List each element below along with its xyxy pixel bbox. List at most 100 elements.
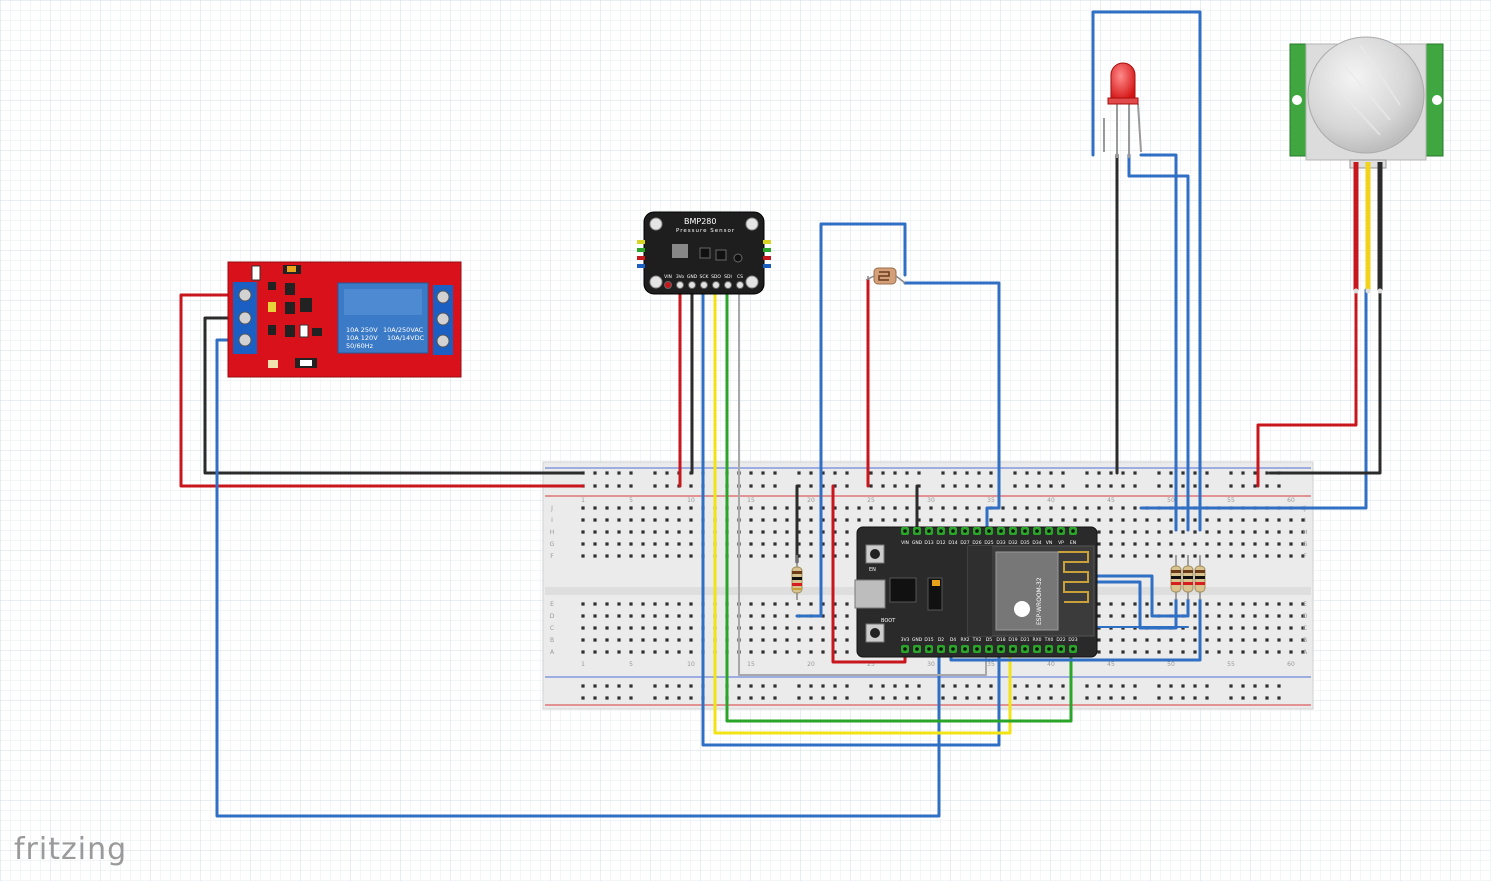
- relay-terminal-1[interactable]: [238, 288, 252, 302]
- wire-bmp-green[interactable]: [725, 283, 1073, 723]
- breadboard-hole: [1265, 554, 1269, 558]
- breadboard-hole: [665, 638, 669, 642]
- bmp280-pin[interactable]: [688, 281, 696, 289]
- wire-relay-red[interactable]: [179, 293, 585, 488]
- wire-relay-black[interactable]: [203, 316, 585, 475]
- rgb-led[interactable]: [1103, 62, 1142, 158]
- wire-bmp-blue[interactable]: [701, 283, 1001, 747]
- relay-module[interactable]: 10A 250V 10A 120V 50/60Hz 10A/250VAC 10A…: [227, 261, 462, 378]
- esp32-top-pin-label: D26: [972, 540, 981, 546]
- photoresistor[interactable]: [865, 267, 906, 285]
- rail-hole: [1109, 684, 1113, 688]
- breadboard-hole: [593, 554, 597, 558]
- wire-relay-blue[interactable]: [215, 338, 941, 818]
- breadboard-hole: [653, 506, 657, 510]
- resistor-led-3[interactable]: [1194, 555, 1206, 600]
- wire-pir-red[interactable]: [1256, 288, 1358, 488]
- rail-hole: [1241, 684, 1245, 688]
- rail-hole: [881, 696, 885, 700]
- breadboard-hole: [641, 602, 645, 606]
- column-number-top: 5: [629, 497, 633, 504]
- breadboard-hole: [761, 650, 765, 654]
- relay-terminal-2[interactable]: [238, 311, 252, 325]
- resistor-led-1[interactable]: [1170, 555, 1182, 600]
- breadboard-hole: [677, 650, 681, 654]
- breadboard-hole: [1085, 506, 1089, 510]
- breadboard-hole: [785, 554, 789, 558]
- breadboard-hole: [833, 554, 837, 558]
- wire-ldr-blue-a[interactable]: [795, 222, 907, 618]
- breadboard-hole: [1145, 542, 1149, 546]
- breadboard-hole: [1241, 626, 1245, 630]
- breadboard-hole: [1241, 530, 1245, 534]
- breadboard-hole: [1253, 518, 1257, 522]
- breadboard-hole: [1301, 626, 1305, 630]
- breadboard-hole: [1169, 530, 1173, 534]
- breadboard-hole: [1253, 602, 1257, 606]
- breadboard-hole: [1157, 518, 1161, 522]
- bmp280-pin[interactable]: [700, 281, 708, 289]
- breadboard-hole: [1193, 650, 1197, 654]
- breadboard-hole: [1289, 554, 1293, 558]
- row-letter: I: [1304, 517, 1306, 524]
- rail-hole: [1097, 696, 1101, 700]
- rail-hole: [893, 696, 897, 700]
- rail-hole: [1133, 696, 1137, 700]
- rail-hole: [1193, 684, 1197, 688]
- esp32-top-pin-label: D13: [924, 540, 933, 546]
- breadboard-hole: [629, 542, 633, 546]
- breadboard-hole: [1013, 506, 1017, 510]
- breadboard-hole: [845, 518, 849, 522]
- bmp280-pin[interactable]: [712, 281, 720, 289]
- wire-pir-blue[interactable]: [1139, 288, 1368, 510]
- breadboard-hole: [641, 506, 645, 510]
- bmp280-pin[interactable]: [664, 281, 672, 289]
- breadboard-hole: [1133, 518, 1137, 522]
- wire-led-blue-a[interactable]: [1091, 10, 1202, 532]
- column-number-top: 30: [927, 497, 935, 504]
- rail-hole: [1049, 484, 1053, 488]
- breadboard-hole: [629, 602, 633, 606]
- resistor-led-2[interactable]: [1182, 555, 1194, 600]
- rail-hole: [629, 471, 633, 475]
- breadboard-hole: [893, 506, 897, 510]
- wire-bmp-yellow[interactable]: [713, 283, 1012, 735]
- resistor-bank[interactable]: [1170, 555, 1206, 600]
- rail-hole: [1253, 484, 1257, 488]
- breadboard-hole: [1229, 638, 1233, 642]
- wire-led-blue-b[interactable]: [1127, 153, 1190, 532]
- breadboard-hole: [1157, 638, 1161, 642]
- breadboard-hole: [1241, 554, 1245, 558]
- rail-hole: [1205, 684, 1209, 688]
- rail-hole: [905, 684, 909, 688]
- breadboard-hole: [1301, 530, 1305, 534]
- esp32-top-pin-label: GND: [912, 540, 923, 546]
- bmp280-pin[interactable]: [736, 281, 744, 289]
- wire-led-blue-c[interactable]: [1139, 153, 1178, 532]
- relay-terminal-3[interactable]: [238, 333, 252, 347]
- esp32-usb-port[interactable]: [854, 579, 886, 609]
- bmp280-pin[interactable]: [724, 281, 732, 289]
- esp32-top-pin-label: D27: [960, 540, 969, 546]
- breadboard-hole: [749, 542, 753, 546]
- rail-hole: [1157, 684, 1161, 688]
- esp32-bottom-pin-label: RX2: [960, 637, 969, 643]
- breadboard-hole: [1097, 614, 1101, 618]
- breadboard-hole: [641, 530, 645, 534]
- resistor-ldr-pulldown[interactable]: [791, 555, 803, 600]
- breadboard-hole: [1289, 518, 1293, 522]
- breadboard-hole: [1145, 554, 1149, 558]
- rail-hole: [989, 471, 993, 475]
- rail-hole: [1181, 484, 1185, 488]
- wire-pir-black[interactable]: [1268, 288, 1382, 475]
- bmp280-pin[interactable]: [676, 281, 684, 289]
- breadboard-hole: [833, 506, 837, 510]
- breadboard-hole: [869, 518, 873, 522]
- pir-sensor[interactable]: [1289, 36, 1444, 294]
- rail-hole: [1229, 471, 1233, 475]
- wire-ldr-blue-b[interactable]: [903, 281, 1001, 532]
- rail-hole: [617, 684, 621, 688]
- breadboard-hole: [1061, 506, 1065, 510]
